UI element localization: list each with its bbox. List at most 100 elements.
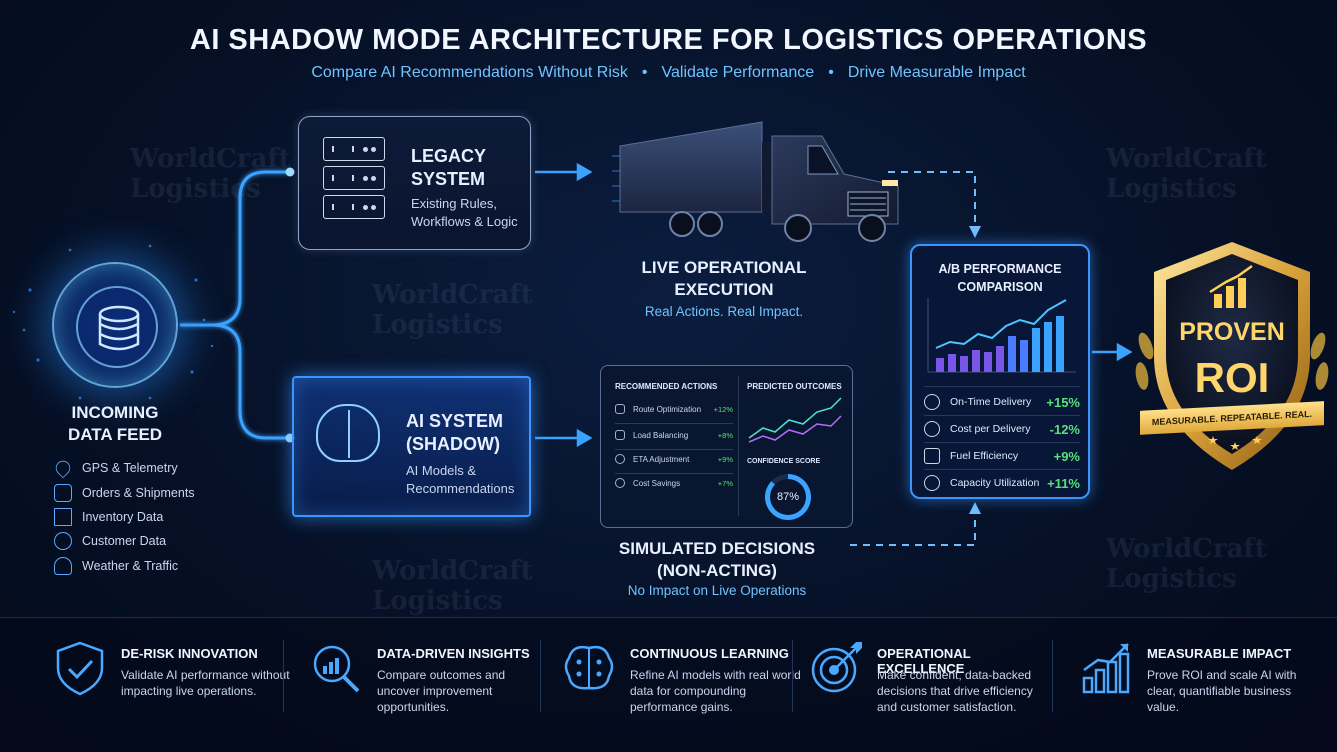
ai-title: AI SYSTEM(SHADOW) <box>406 411 504 454</box>
ai-desc: AI Models &Recommendations <box>406 463 515 496</box>
live-subtitle: Real Actions. Real Impact. <box>644 304 804 319</box>
list-item: ETA Adjustment+9% <box>615 452 733 466</box>
list-item: Weather & Traffic <box>54 554 195 578</box>
list-item: Orders & Shipments <box>54 480 195 504</box>
list-item: Inventory Data <box>54 505 195 529</box>
simulated-subtitle: No Impact on Live Operations <box>627 583 807 598</box>
feature-impact: MEASURABLE IMPACT Prove ROI and scale AI… <box>1080 626 1330 726</box>
magnifier-chart-icon <box>313 645 360 693</box>
data-core <box>52 262 178 388</box>
roi-label: ROI <box>1194 354 1270 401</box>
box-icon <box>615 430 625 440</box>
subtitle-item: Drive Measurable Impact <box>847 64 1026 81</box>
weather-icon <box>54 556 72 575</box>
feature-desc: Refine AI models with real world data fo… <box>630 668 801 714</box>
check-circle-icon <box>924 394 940 410</box>
predicted-header: PREDICTED OUTCOMES <box>747 382 842 391</box>
arrowhead <box>576 428 593 448</box>
users-icon <box>54 532 72 551</box>
roi-proven-label: PROVEN <box>1179 318 1285 346</box>
feature-desc: Prove ROI and scale AI with clear, quant… <box>1147 668 1297 714</box>
brain-icon <box>564 645 614 690</box>
feature-title: CONTINUOUS LEARNING <box>630 646 789 661</box>
list-item: Load Balancing+8% <box>615 428 733 442</box>
simulated-title: SIMULATED DECISIONS(NON-ACTING) <box>618 539 816 580</box>
shield-check-icon <box>56 641 104 696</box>
location-pin-icon <box>52 458 74 479</box>
fuel-icon <box>924 448 940 464</box>
feature-title: DE-RISK INNOVATION <box>121 646 258 661</box>
feature-derisk: DE-RISK INNOVATION Validate AI performan… <box>54 626 304 726</box>
page-subtitle: Compare AI Recommendations Without Risk •… <box>0 64 1337 82</box>
subtitle-item: Compare AI Recommendations Without Risk <box>311 64 628 81</box>
dashed-sim-to-ab <box>850 512 976 546</box>
confidence-gauge: 87% <box>765 474 811 520</box>
list-item: Cost Savings+7% <box>615 476 733 490</box>
arrowhead <box>969 502 981 514</box>
list-item: Route Optimization+12% <box>615 402 733 416</box>
list-item: GPS & Telemetry <box>52 456 195 480</box>
recommended-header: RECOMMENDED ACTIONS <box>615 382 718 391</box>
feature-excellence: OPERATIONAL EXCELLENCE Make confident, d… <box>810 626 1060 726</box>
simulated-decisions-panel: RECOMMENDED ACTIONS PREDICTED OUTCOMES R… <box>600 365 853 528</box>
dollar-icon <box>615 478 625 488</box>
arrowhead <box>1116 342 1133 362</box>
dollar-icon <box>924 421 940 437</box>
feed-list: GPS & Telemetry Orders & Shipments Inven… <box>52 456 195 578</box>
wire-to-legacy <box>180 170 290 327</box>
feature-title: MEASURABLE IMPACT <box>1147 646 1292 661</box>
metric-row: Cost per Delivery-12% <box>924 416 1080 442</box>
wire-node <box>285 167 295 177</box>
subtitle-separator: • <box>641 64 648 81</box>
feature-desc: Validate AI performance without impactin… <box>121 668 290 698</box>
warehouse-icon <box>54 507 72 526</box>
subtitle-separator: • <box>828 64 834 81</box>
ai-system-card: AI SYSTEM(SHADOW) AI Models &Recommendat… <box>292 376 531 517</box>
dashed-live-to-ab <box>888 171 976 228</box>
clock-icon <box>615 454 625 464</box>
legacy-desc: Existing Rules,Workflows & Logic <box>411 196 518 229</box>
confidence-header: CONFIDENCE SCORE <box>747 458 821 465</box>
performance-chart <box>927 298 1076 373</box>
server-icon <box>323 137 385 224</box>
database-icon <box>76 286 158 368</box>
package-icon <box>54 483 72 502</box>
wire-to-ai <box>180 323 290 440</box>
feature-strip <box>0 617 1337 752</box>
feature-learning: CONTINUOUS LEARNING Refine AI models wit… <box>563 626 813 726</box>
gauge-icon <box>924 475 940 491</box>
arrowhead <box>576 162 593 182</box>
confidence-value: 87% <box>770 479 806 515</box>
growth-chart-icon <box>1082 643 1130 694</box>
arrowhead <box>969 226 981 238</box>
target-icon <box>811 642 862 693</box>
feature-insights: DATA-DRIVEN INSIGHTS Compare outcomes an… <box>310 626 560 726</box>
feature-desc: Compare outcomes and uncover improvement… <box>377 668 506 714</box>
data-particles <box>12 244 214 400</box>
feature-title: OPERATIONAL EXCELLENCE <box>877 646 971 676</box>
page-title: AI SHADOW MODE ARCHITECTURE FOR LOGISTIC… <box>189 24 1148 56</box>
subtitle-item: Validate Performance <box>661 64 815 81</box>
truck-icon <box>612 121 899 242</box>
feature-title: DATA-DRIVEN INSIGHTS <box>377 646 530 661</box>
metric-row: On-Time Delivery+15% <box>924 389 1080 415</box>
feature-desc: Make confident, data-backed decisions th… <box>877 668 1033 714</box>
roi-badge: PROVEN ROI MEASURABLE. REPEATABLE. REAL. <box>1134 236 1330 476</box>
list-item: Customer Data <box>54 529 195 553</box>
metric-row: Fuel Efficiency+9% <box>924 443 1080 469</box>
predicted-outcomes-sparkline <box>748 397 842 443</box>
route-icon <box>615 404 625 414</box>
metric-row: Capacity Utilization+11% <box>924 470 1080 496</box>
